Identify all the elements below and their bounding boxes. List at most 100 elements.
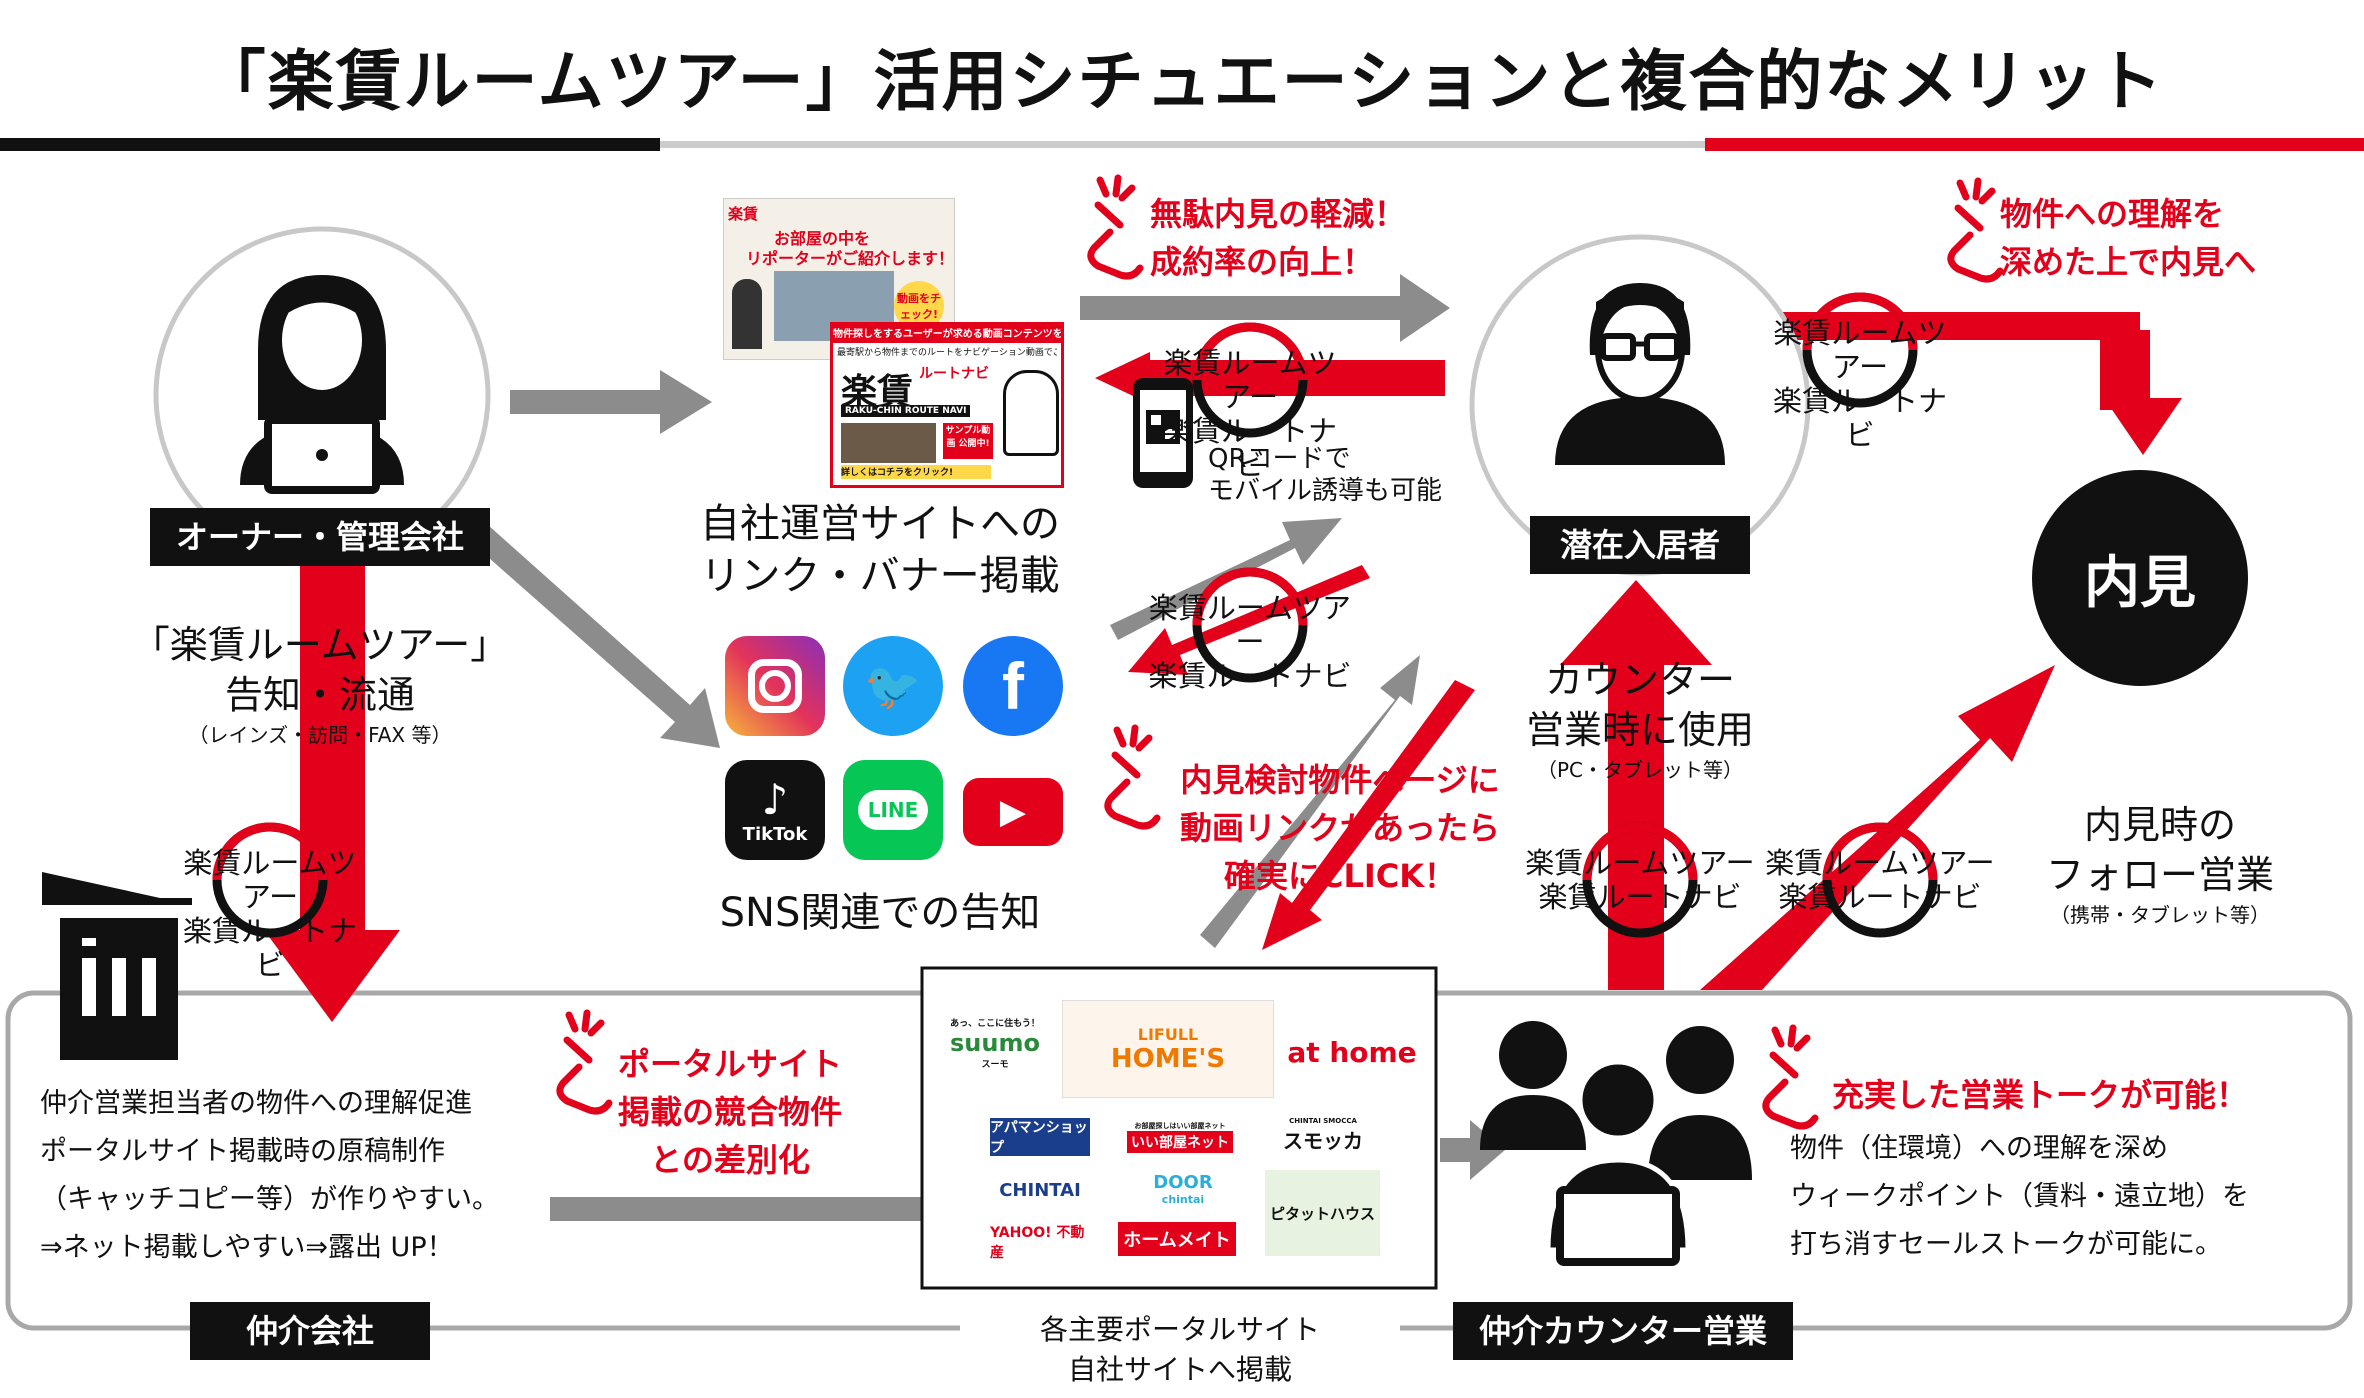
point-portal: ポータルサイト 掲載の競合物件 との差別化: [600, 1040, 860, 1184]
talk-text-line1: 物件（住環境）への理解を深め: [1790, 1133, 2168, 1164]
pill-site-line1: 楽賃ルームツアー: [1163, 346, 1337, 414]
naiken-circle: [2032, 470, 2248, 686]
follow-line1: 内見時の: [2083, 803, 2236, 847]
suumo-logo[interactable]: あっ、ここに住もう！ suumo スーモ: [935, 1010, 1055, 1076]
hand-icon-rikai: [1947, 177, 2004, 283]
owner-label: オーナー・管理会社: [150, 508, 490, 566]
counter-sales-label: 仲介カウンター営業: [1453, 1302, 1793, 1360]
tiktok-label: TikTok: [742, 823, 808, 845]
twitter-icon[interactable]: 🐦: [843, 636, 943, 736]
line-label: LINE: [857, 790, 929, 830]
qr-phone-icon: [1133, 378, 1193, 488]
pill-counter: 楽賃ルームツアー楽賃ルートナビ: [1520, 846, 1760, 914]
agency-text-line3: （キャッチコピー等）が作りやすい。: [40, 1184, 499, 1215]
pill-follow: 楽賃ルームツアー楽賃ルートナビ: [1760, 846, 2000, 914]
point-link-line3: 確実にCLICK！: [1223, 857, 1457, 895]
qr-note-line1: QRコードで: [1208, 444, 1351, 474]
pill-resident: 楽賃ルームツアー楽賃ルートナビ: [1760, 316, 1960, 452]
pill-sns-line1: 楽賃ルームツアー: [1148, 591, 1352, 659]
point-rikai: 物件への理解を 深めた上で内見へ: [2000, 190, 2256, 286]
homemate-logo[interactable]: ホームメイト: [1118, 1222, 1236, 1256]
talk-text-line3: 打ち消すセールストークが可能に。: [1790, 1229, 2222, 1260]
sumokka-top: CHINTAI SMOCCA: [1289, 1116, 1357, 1125]
banner-route-sub: 最寄駅から物件までのルートをナビゲーション動画でご案内!: [837, 348, 1057, 358]
door-logo[interactable]: DOOR chintai: [1128, 1165, 1238, 1213]
counter-use: カウンター 営業時に使用 （PC・タブレット等）: [1500, 655, 1780, 785]
homes-name: HOME'S: [1110, 1043, 1226, 1074]
agency-text-line2: ポータルサイト掲載時の原稿制作: [40, 1136, 445, 1167]
reporter-figure: [732, 279, 762, 349]
sumokka-name: スモッカ: [1283, 1128, 1363, 1153]
youtube-icon[interactable]: ▶: [963, 778, 1063, 846]
arrow-owner-to-site: [510, 370, 712, 434]
door-name: DOOR: [1153, 1172, 1213, 1193]
pill-owner-line1: 楽賃ルームツアー: [183, 846, 357, 914]
owner-publicity-line1: 「楽賃ルームツアー」: [131, 623, 509, 667]
yahoo-logo[interactable]: YAHOO! 不動産: [990, 1225, 1090, 1261]
apaman-logo[interactable]: アパマンショップ: [990, 1118, 1090, 1156]
chintai-logo[interactable]: CHINTAI: [990, 1170, 1090, 1210]
own-site-caption: 自社運営サイトへの リンク・バナー掲載: [640, 498, 1120, 602]
iiheya-logo[interactable]: お部屋探しはいい部屋ネット いい部屋ネット: [1115, 1118, 1245, 1156]
talk-text: 物件（住環境）への理解を深め ウィークポイント（賃料・遠立地）を 打ち消すセール…: [1790, 1125, 2249, 1269]
banner-route-footer: 詳しくはコチラをクリック!: [841, 465, 991, 479]
qr-note-line2: モバイル誘導も可能: [1208, 476, 1443, 506]
facebook-icon[interactable]: f: [963, 636, 1063, 736]
page-title: 「楽賃ルームツアー」活用シチュエーションと複合的なメリット: [199, 43, 2165, 120]
pill-sns: 楽賃ルームツアー楽賃ルートナビ: [1140, 591, 1360, 693]
arrow-resident-to-portal: [1262, 680, 1475, 950]
tiktok-icon[interactable]: ♪ TikTok: [725, 760, 825, 860]
point-talk: 充実した営業トークが可能！: [1832, 1076, 2249, 1114]
iiheya-name: いい部屋ネット: [1127, 1131, 1233, 1153]
portal-caption-line2: 自社サイトへ掲載: [1067, 1353, 1292, 1386]
hand-icon-muda: [1087, 174, 1144, 280]
header-rule-gray: [660, 141, 1705, 148]
arrow-counter-to-naiken: [1700, 665, 2055, 990]
naiken-label: 内見: [2084, 551, 2196, 616]
owner-publicity-line2: 告知・流通: [224, 673, 415, 717]
point-rikai-line2: 深めた上で内見へ: [2000, 243, 2257, 281]
header-rule-black: [0, 138, 660, 151]
athome-logo[interactable]: at home: [1282, 1030, 1422, 1074]
counter-use-sub: （PC・タブレット等）: [1536, 758, 1744, 782]
arrow-resident-to-sns: [1128, 565, 1370, 675]
agency-text: 仲介営業担当者の物件への理解促進 ポータルサイト掲載時の原稿制作 （キャッチコピ…: [40, 1080, 499, 1272]
arrow-site-to-resident: [1080, 274, 1450, 342]
banner-route-navi[interactable]: 物件探しをするユーザーが求める動画コンテンツをご提供! 最寄駅から物件までのルー…: [830, 322, 1064, 488]
arrow-owner-to-agency: [264, 545, 400, 1022]
follow-line2: フォロー営業: [2045, 853, 2274, 897]
pill-sns-line2: 楽賃ルートナビ: [1148, 659, 1352, 693]
homes-top: LIFULL: [1137, 1024, 1199, 1044]
pill-owner: 楽賃ルームツアー楽賃ルートナビ: [170, 846, 370, 982]
portal-caption-line1: 各主要ポータルサイト: [1039, 1313, 1320, 1346]
owner-figure-icon: [240, 275, 404, 494]
point-muda-line2: 成約率の向上！: [1150, 243, 1375, 281]
iiheya-top: お部屋探しはいい部屋ネット: [1134, 1122, 1226, 1130]
point-link: 内見検討物件ページに 動画リンクがあったら 確実にCLICK！: [1160, 756, 1520, 900]
sumokka-logo[interactable]: CHINTAI SMOCCA スモッカ: [1268, 1112, 1378, 1158]
instagram-icon[interactable]: [725, 636, 825, 736]
line-icon[interactable]: LINE: [843, 760, 943, 860]
pitat-logo[interactable]: ピタットハウス: [1265, 1170, 1380, 1256]
door-sub: chintai: [1161, 1193, 1205, 1206]
mascot-bird-icon: [1003, 370, 1059, 456]
building-icon: [42, 872, 192, 1060]
point-link-line2: 動画リンクがあったら: [1179, 809, 1500, 847]
arrow-counter-to-resident: [1560, 580, 1712, 990]
follow-sub: （携帯・タブレット等）: [2050, 903, 2270, 927]
talk-text-line2: ウィークポイント（賃料・遠立地）を: [1790, 1181, 2249, 1212]
owner-publicity: 「楽賃ルームツアー」 告知・流通 （レインズ・訪問・FAX 等）: [100, 620, 540, 750]
point-link-line1: 内見検討物件ページに: [1180, 761, 1500, 799]
banner-route-top: 物件探しをするユーザーが求める動画コンテンツをご提供!: [833, 325, 1061, 343]
arrow-portal-to-resident-gray: [1200, 655, 1420, 948]
banner-route-logo-small: ルートナビ: [919, 366, 989, 382]
pill-follow-line1: 楽賃ルームツアー: [1765, 846, 1995, 880]
homes-logo[interactable]: LIFULL HOME'S: [1062, 1000, 1274, 1098]
point-rikai-line1: 物件への理解を: [2000, 195, 2225, 233]
follow-sales: 内見時の フォロー営業 （携帯・タブレット等）: [2000, 800, 2320, 930]
counter-staff-icon: [1480, 1021, 1752, 1266]
counter-use-line1: カウンター: [1544, 658, 1735, 702]
resident-label: 潜在入居者: [1530, 516, 1750, 574]
hand-icon-talk: [1762, 1024, 1819, 1130]
pill-resident-line1: 楽賃ルームツアー: [1773, 316, 1947, 384]
